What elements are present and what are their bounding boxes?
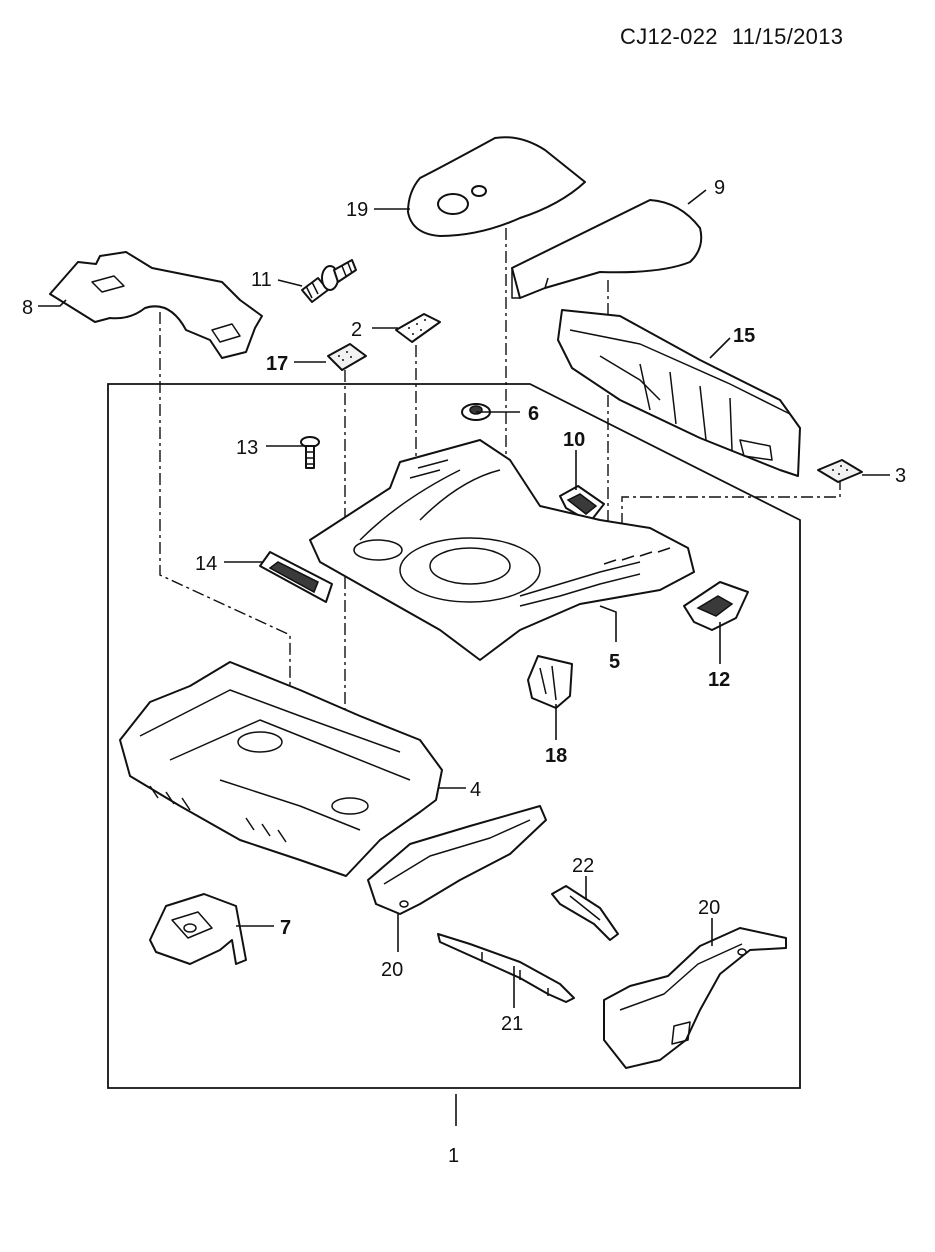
callout-20-left: 20 bbox=[381, 959, 403, 981]
part-8-floor-insulator[interactable] bbox=[49, 251, 263, 359]
part-5-rear-floor[interactable] bbox=[309, 439, 695, 661]
part-20-side-member-right[interactable] bbox=[603, 927, 787, 1069]
leader-lines bbox=[38, 189, 890, 1126]
part-18-brace[interactable] bbox=[527, 655, 573, 709]
part-12-bracket[interactable] bbox=[683, 581, 749, 631]
assembly-frame bbox=[107, 383, 801, 1089]
part-10-bracket[interactable] bbox=[559, 485, 605, 523]
callout-8: 8 bbox=[22, 297, 33, 319]
callout-21: 21 bbox=[501, 1013, 523, 1035]
callout-19: 19 bbox=[346, 199, 368, 221]
callout-13: 13 bbox=[236, 437, 258, 459]
callout-10: 10 bbox=[563, 429, 585, 451]
diagram-code: CJ12-022 bbox=[620, 24, 718, 49]
callout-18: 18 bbox=[545, 745, 567, 767]
callout-12: 12 bbox=[708, 669, 730, 691]
callout-9: 9 bbox=[714, 177, 725, 199]
callout-labels: 1 2 3 4 5 6 7 8 9 10 11 12 13 14 15 17 1… bbox=[22, 177, 906, 1167]
callout-7: 7 bbox=[280, 917, 291, 939]
part-20-side-member-left[interactable] bbox=[367, 805, 547, 915]
callout-15: 15 bbox=[733, 325, 755, 347]
part-15-rear-panel[interactable] bbox=[557, 309, 801, 477]
callout-5: 5 bbox=[609, 651, 620, 673]
callout-3: 3 bbox=[895, 465, 906, 487]
part-21-cross-member[interactable] bbox=[437, 933, 575, 1003]
diagram-header: CJ12-022 11/15/2013 bbox=[620, 24, 857, 50]
part-14-reinforcement[interactable] bbox=[259, 551, 333, 603]
callout-2: 2 bbox=[351, 319, 362, 341]
callout-14: 14 bbox=[195, 553, 217, 575]
part-3-pad[interactable] bbox=[817, 459, 863, 483]
callout-11: 11 bbox=[251, 269, 272, 291]
part-4-front-floor[interactable] bbox=[119, 661, 443, 877]
callout-4: 4 bbox=[470, 779, 481, 801]
part-7-bracket[interactable] bbox=[149, 893, 247, 965]
callout-22: 22 bbox=[572, 855, 594, 877]
part-13-bolt[interactable] bbox=[300, 436, 320, 469]
part-11-stud-bolt[interactable] bbox=[301, 259, 357, 303]
callout-17: 17 bbox=[266, 353, 288, 375]
part-9-trunk-cover[interactable] bbox=[511, 199, 703, 299]
callout-20-right: 20 bbox=[698, 897, 720, 919]
part-2-pad[interactable] bbox=[395, 313, 441, 343]
part-22-cross-member[interactable] bbox=[551, 885, 619, 941]
part-19-cover-plate[interactable] bbox=[407, 136, 586, 237]
callout-1: 1 bbox=[448, 1145, 459, 1167]
diagram-date: 11/15/2013 bbox=[731, 24, 844, 49]
callout-6: 6 bbox=[528, 403, 539, 425]
part-17-pad[interactable] bbox=[327, 343, 367, 371]
